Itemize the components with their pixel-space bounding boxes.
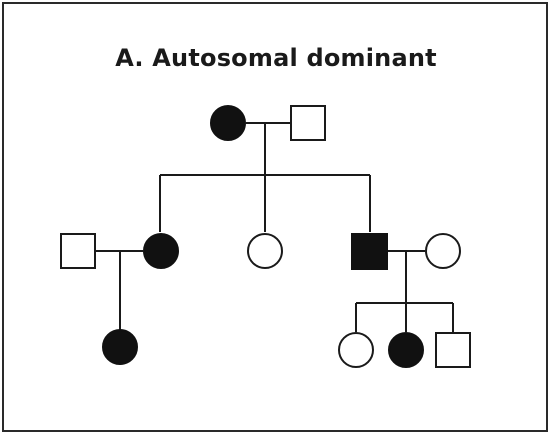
individual-II-5-unaffected-female [425,233,461,269]
individual-III-2-unaffected-female [338,332,374,368]
individual-I-2-unaffected-male [290,105,326,141]
individual-III-4-unaffected-male [435,332,471,368]
individual-II-3-unaffected-female [247,233,283,269]
individual-III-3-affected-female [388,332,424,368]
individual-II-2-affected-female [143,233,179,269]
individual-II-1-unaffected-male [60,233,96,269]
individual-I-1-affected-female [210,105,246,141]
individual-III-1-affected-female [102,329,138,365]
individual-II-4-affected-male [351,233,388,270]
diagram-title: A. Autosomal dominant [115,44,437,72]
